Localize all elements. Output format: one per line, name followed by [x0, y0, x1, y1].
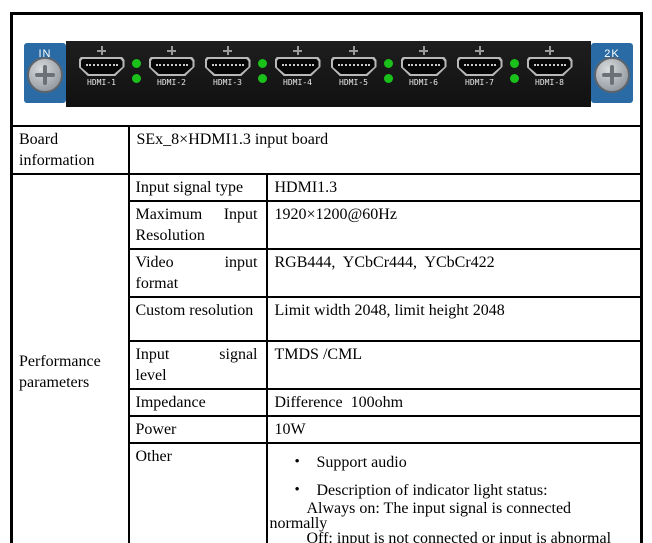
board-image: IN HDMI-1 — [24, 39, 633, 109]
hdmi-connector-icon — [526, 57, 573, 76]
port-pair: HDMI-5 HDMI-6 — [330, 46, 447, 87]
board-info-value: SEx_8×HDMI1.3 input board — [127, 124, 643, 175]
led-indicators — [132, 59, 141, 83]
led-icon — [384, 59, 393, 68]
param-value: 1920×1200@60Hz — [265, 199, 643, 250]
port-screw-icon — [475, 46, 484, 55]
hdmi-port: HDMI-4 — [274, 46, 321, 87]
param-value: RGB444, YCbCr444, YCbCr422 — [265, 247, 643, 298]
other-bullet-item: • Support audio — [295, 454, 629, 471]
port-screw-icon — [223, 46, 232, 55]
hdmi-connector-icon — [274, 57, 321, 76]
port-pair: HDMI-3 HDMI-4 — [204, 46, 321, 87]
led-icon — [510, 74, 519, 83]
param-label: Power — [127, 414, 268, 444]
port-label: HDMI-3 — [213, 78, 242, 87]
hdmi-panel: HDMI-1 HDMI-2 — [66, 41, 591, 107]
param-value: 10W — [265, 414, 643, 444]
port-label: HDMI-4 — [283, 78, 312, 87]
hdmi-port: HDMI-7 — [456, 46, 503, 87]
other-bullet-text: Description of indicator light status: — [316, 481, 548, 499]
spec-table: IN HDMI-1 — [10, 12, 643, 543]
led-icon — [258, 59, 267, 68]
led-indicators — [384, 59, 393, 83]
hdmi-connector-icon — [330, 57, 377, 76]
other-paragraph: Always on: The input signal is connected… — [269, 499, 572, 532]
port-screw-icon — [167, 46, 176, 55]
board-image-cell: IN HDMI-1 — [10, 12, 643, 127]
hdmi-port: HDMI-2 — [148, 46, 195, 87]
param-label: Custom resolution — [127, 295, 268, 342]
hdmi-connector-icon — [400, 57, 447, 76]
other-paragraph: Off: input is not connected or input is … — [306, 529, 612, 543]
port-screw-icon — [545, 46, 554, 55]
led-icon — [510, 59, 519, 68]
port-label: HDMI-6 — [409, 78, 438, 87]
hdmi-connector-icon — [148, 57, 195, 76]
param-value: HDMI1.3 — [265, 172, 643, 202]
bullet-icon: • — [294, 481, 300, 498]
param-value: TMDS /CML — [265, 339, 643, 390]
param-value: Difference 100ohm — [265, 387, 643, 417]
port-pair: HDMI-1 HDMI-2 — [78, 46, 195, 87]
bracket-right: 2K — [591, 43, 633, 103]
port-screw-icon — [97, 46, 106, 55]
param-label: Maximum Input Resolution — [127, 199, 268, 250]
hdmi-port: HDMI-8 — [526, 46, 573, 87]
hdmi-port: HDMI-3 — [204, 46, 251, 87]
port-label: HDMI-5 — [339, 78, 368, 87]
port-pair: HDMI-7 HDMI-8 — [456, 46, 573, 87]
other-cell: • Support audio • Description of indicat… — [265, 441, 643, 543]
board-info-label: Board information — [10, 124, 130, 175]
led-icon — [258, 74, 267, 83]
port-label: HDMI-2 — [157, 78, 186, 87]
hdmi-port: HDMI-5 — [330, 46, 377, 87]
bracket-left: IN — [24, 43, 66, 103]
param-label: Input signal type — [127, 172, 268, 202]
param-value: Limit width 2048, limit height 2048 — [265, 295, 643, 342]
led-icon — [384, 74, 393, 83]
other-bullet-item: • Description of indicator light status: — [295, 482, 629, 499]
param-label: Impedance — [127, 387, 268, 417]
port-screw-icon — [293, 46, 302, 55]
led-icon — [132, 74, 141, 83]
port-label: HDMI-7 — [465, 78, 494, 87]
param-label: Input signal level — [127, 339, 268, 390]
port-label: HDMI-1 — [87, 78, 116, 87]
port-label: HDMI-8 — [535, 78, 564, 87]
hdmi-port: HDMI-1 — [78, 46, 125, 87]
port-screw-icon — [419, 46, 428, 55]
hdmi-port: HDMI-6 — [400, 46, 447, 87]
led-icon — [132, 59, 141, 68]
param-label-other: Other — [127, 441, 268, 543]
param-label: Video input format — [127, 247, 268, 298]
bullet-icon: • — [294, 453, 300, 470]
screw-icon — [27, 57, 63, 93]
hdmi-connector-icon — [204, 57, 251, 76]
other-bullet-text: Support audio — [316, 453, 407, 471]
screw-icon — [594, 57, 630, 93]
led-indicators — [510, 59, 519, 83]
led-indicators — [258, 59, 267, 83]
port-screw-icon — [349, 46, 358, 55]
performance-label: Performance parameters — [10, 172, 130, 543]
hdmi-connector-icon — [456, 57, 503, 76]
hdmi-connector-icon — [78, 57, 125, 76]
